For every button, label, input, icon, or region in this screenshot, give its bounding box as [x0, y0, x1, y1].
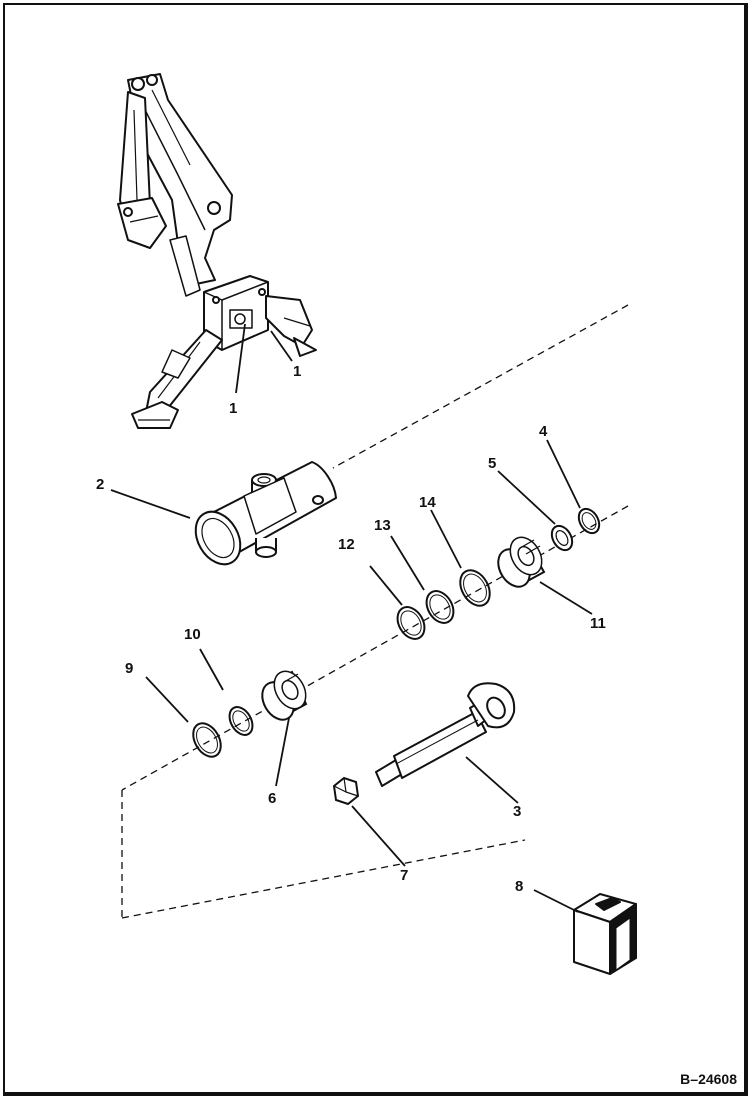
part-14-ring	[459, 569, 491, 607]
backhoe-assembly-illustration	[117, 73, 317, 429]
part-13-ring	[425, 590, 455, 624]
part-6-piston	[261, 670, 308, 721]
callout-14: 14	[419, 494, 436, 511]
callout-11: 11	[590, 615, 606, 632]
part-2-cylinder-barrel	[194, 461, 337, 566]
callout-8: 8	[515, 878, 523, 895]
part-10-ring	[228, 706, 254, 736]
part-11-gland	[497, 536, 546, 588]
callout-2: 2	[96, 476, 104, 493]
callout-4: 4	[539, 423, 548, 440]
callout-1-leaders	[235, 323, 293, 394]
part-8-decal	[573, 893, 637, 975]
page-border	[3, 3, 748, 1096]
callout-5: 5	[488, 455, 496, 472]
part-9-ring	[192, 722, 222, 758]
part-3-piston-rod	[375, 682, 516, 787]
callout-leader-lines	[110, 439, 593, 913]
callout-6: 6	[268, 790, 276, 807]
callout-labels: 1 1 2 3 4 5 6 7 8 9 10 11 12 13 14	[96, 363, 606, 895]
part-4-ring	[577, 507, 601, 535]
callout-7: 7	[400, 867, 408, 884]
callout-10: 10	[184, 626, 201, 643]
part-7-nut	[332, 776, 360, 806]
callout-3: 3	[513, 803, 521, 820]
callout-12: 12	[338, 536, 355, 553]
callout-13: 13	[374, 517, 391, 534]
figure-id-label: B–24608	[680, 1071, 737, 1087]
callout-1-lower: 1	[229, 400, 237, 417]
callout-9: 9	[125, 660, 133, 677]
part-5-wiper	[550, 524, 574, 552]
explode-centerline	[121, 304, 629, 919]
part-12-ring	[396, 606, 426, 640]
callout-1-upper: 1	[293, 363, 301, 380]
